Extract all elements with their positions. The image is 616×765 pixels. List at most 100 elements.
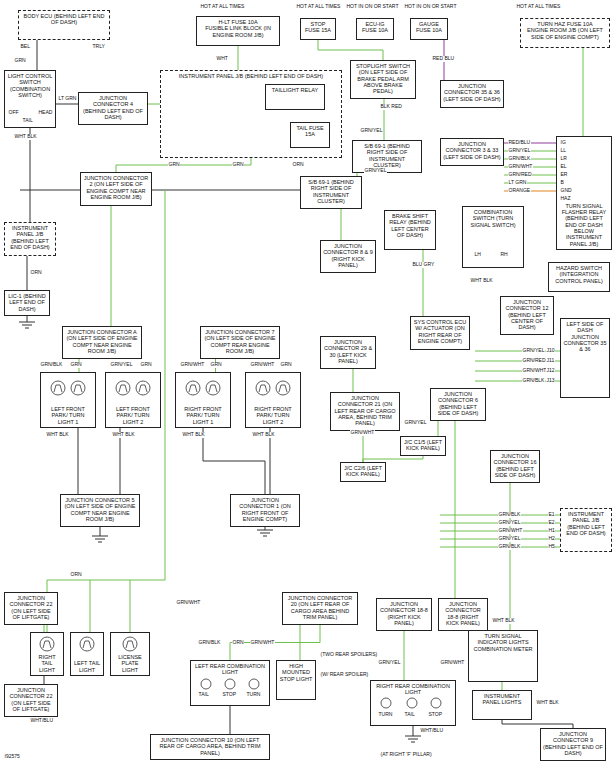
wire-connector	[44, 676, 45, 684]
diagram-label: HOT IN ON OR START	[404, 4, 457, 10]
diagram-label: GRN/WHT	[250, 640, 275, 646]
component-box: JUNCTION CONNECTOR 29 & 30 (LEFT KICK PA…	[320, 336, 376, 369]
component-name: JUNCTION CONNECTOR 3 & 33 (LEFT SIDE OF …	[443, 141, 501, 160]
component-name: J/C C1/5 (LEFT KICK PANEL)	[403, 439, 443, 452]
component-box: LEFT SIDE OF DASH JUNCTION CONNECTOR 35 …	[560, 318, 610, 398]
diagram-label: GRN/WHT	[350, 430, 375, 436]
component-box: TAILLIGHT RELAY	[265, 84, 325, 110]
component-box: JUNCTION CONNECTOR 5 (ON LEFT SIDE OF EN…	[60, 494, 140, 527]
component-box: SYS CONTROL ECU W/ ACTUATOR (ON RIGHT RE…	[410, 316, 470, 350]
component-name: LEFT SIDE OF DASH JUNCTION CONNECTOR 35 …	[563, 321, 607, 353]
component-name: LICENSE PLATE LIGHT	[113, 654, 147, 673]
diagram-label: HAZ	[560, 196, 571, 202]
lamp-box: RIGHT REAR COMBINATION LIGHT	[370, 680, 456, 726]
component-name: INSTRUMENT PANEL J/B (BEHIND LEFT END OF…	[7, 225, 53, 250]
component-name: TAILLIGHT RELAY	[272, 87, 318, 93]
component-name: SYS CONTROL ECU W/ ACTUATOR (ON RIGHT RE…	[413, 319, 467, 344]
diagram-label: LL	[560, 148, 567, 154]
diagram-label: GRN/WHT	[176, 600, 201, 606]
component-box: S/B 69-1 (BEHIND RIGHT SIDE OF INSTRUMEN…	[352, 140, 422, 173]
component-name: TURN SIGNAL FLASHER RELAY (BEHIND LEFT E…	[559, 203, 609, 247]
bulb-symbol	[136, 381, 150, 395]
component-box: JUNCTION CONNECTOR 9 (BEHIND LEFT END OF…	[540, 728, 606, 761]
component-name: JUNCTION CONNECTOR A (ON LEFT SIDE OF EN…	[65, 329, 139, 354]
wire	[148, 104, 160, 105]
wire	[90, 580, 91, 632]
ground-symbol	[405, 736, 421, 742]
diagram-label: HEAD	[38, 110, 53, 116]
component-name: HIGH MOUNTED STOP LIGHT	[279, 663, 313, 682]
diagram-label: ORANGE	[508, 188, 531, 194]
lamp-box: LEFT REAR COMBINATION LIGHT	[190, 660, 270, 706]
component-note: ENGINE ROOM J/B (ON LEFT SIDE OF ENGINE …	[523, 27, 607, 40]
component-name: JUNCTION CONNECTOR 18-8 (RIGHT KICK PANE…	[379, 601, 429, 626]
diagram-label: BLU GRY	[412, 262, 435, 268]
diagram-label: GRN/YEL	[508, 148, 531, 154]
lamp-box: RIGHT FRONT PARK/ TURN LIGHT 1	[175, 372, 231, 428]
diagram-label: WHT/BLU	[420, 728, 444, 734]
component-box: JUNCTION CONNECTOR 18-8 (RIGHT KICK PANE…	[376, 598, 432, 631]
diagram-label: GRN	[210, 362, 222, 368]
diagram-label: ER	[560, 172, 568, 178]
component-box: TURN SIGNAL INDICATOR LIGHTSCOMBINATION …	[468, 630, 538, 682]
lamp-box: RIGHT TAIL LIGHT	[30, 632, 64, 676]
wire-connector	[423, 250, 424, 316]
diagram-label: RH	[500, 252, 508, 258]
wire-connector	[44, 625, 45, 632]
diagram-label: GRN/WHT	[508, 164, 533, 170]
component-name: STOP FUSE 15A	[303, 21, 333, 34]
diagram-label: IG	[560, 140, 566, 146]
diagram-label: B	[560, 180, 564, 186]
diagram-label: WHT BLK	[252, 432, 275, 438]
component-box: BRAKE SHIFT RELAY (BEHIND LEFT CENTER OF…	[384, 210, 436, 250]
wire-connector	[341, 209, 342, 240]
component-box: HIGH MOUNTED STOP LIGHT	[276, 660, 316, 700]
diagram-label: WHT BLK	[492, 618, 515, 624]
diagram-label: STOP	[428, 712, 443, 718]
component-box: JUNCTION CONNECTOR 12 (BEHIND LEFT CENTE…	[500, 296, 554, 335]
diagram-label: TRLY	[92, 44, 105, 50]
component-box: JUNCTION CONNECTOR 1 (ON RIGHT FRONT OF …	[230, 494, 300, 527]
diagram-label: STOP	[222, 692, 237, 698]
component-name: STOPLIGHT SWITCH (ON LEFT SIDE OF BRAKE …	[353, 63, 413, 95]
diagram-label: WHT BLK	[536, 700, 559, 706]
wire-connector	[203, 428, 265, 494]
lamp-box: LEFT TAIL LIGHT	[70, 632, 104, 676]
diagram-label: GRN/YEL	[364, 168, 387, 174]
diagram-label: HOT AT ALL TIMES	[296, 4, 341, 10]
diagram-label: ORN	[70, 572, 82, 578]
component-box: JUNCTION CONNECTOR 35 & 36 (LEFT SIDE OF…	[440, 80, 504, 108]
filament	[54, 385, 287, 392]
diagram-label: GND	[560, 188, 572, 194]
bulb-symbol	[206, 381, 220, 395]
wire-connector	[37, 40, 38, 70]
diagram-label: GRN/YEL	[522, 348, 545, 354]
component-box: J/C C2/6 (LEFT KICK PANEL)	[340, 462, 386, 482]
component-box: ECU-IG FUSE 10A	[356, 18, 394, 40]
diagram-label: TAIL	[198, 692, 209, 698]
component-name: JUNCTION CONNECTOR 2 (ON LEFT SIDE OF EN…	[83, 175, 149, 200]
diagram-label: LT GRN	[58, 96, 77, 102]
wire-connector	[230, 706, 231, 734]
component-name: JUNCTION CONNECTOR 22 (ON LEFT SIDE OF L…	[7, 595, 55, 620]
wire-connector	[318, 40, 383, 60]
junction-block: INSTRUMENT PANEL J/B (BEHIND LEFT END OF…	[4, 222, 56, 256]
wire-connector	[502, 720, 573, 728]
diagram-label: WHT/BLU	[30, 718, 54, 724]
diagram-label: GRN/WHT	[440, 660, 465, 666]
diagram-label: GRN/BLK	[198, 640, 221, 646]
diagram-label: (AT RIGHT 'F' PILLAR)	[380, 752, 432, 758]
diagram-label: GRN/BLK	[498, 512, 521, 518]
component-name: JUNCTION CONNECTOR 10 (ON LEFT REAR OF C…	[153, 737, 267, 756]
diagram-label: GRN	[168, 162, 180, 168]
component-note: FUSIBLE LINK BLOCK (IN ENGINE ROOM J/B)	[199, 25, 277, 38]
diagram-label: WHT BLK	[46, 432, 69, 438]
diagram-label: EL	[560, 164, 567, 170]
diagram-label: GRN/YEL	[498, 536, 521, 542]
component-name: GAUGE FUSE 10A	[413, 21, 445, 34]
diagram-label: I92575	[4, 754, 20, 760]
diagram-label: J12	[546, 368, 555, 374]
component-box: JUNCTION CONNECTOR A (ON LEFT SIDE OF EN…	[62, 326, 142, 359]
wire-connector	[27, 256, 28, 290]
diagram-label: GRN	[280, 362, 292, 368]
